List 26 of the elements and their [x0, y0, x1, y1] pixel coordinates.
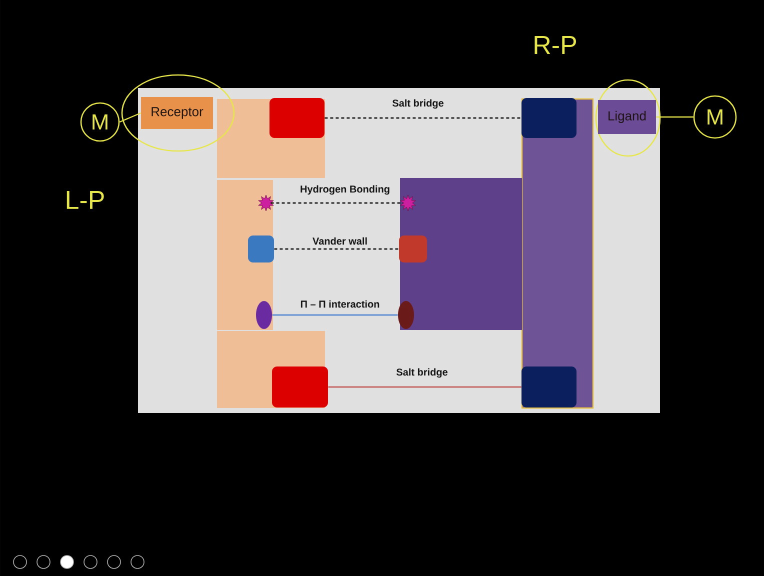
receptor-label-box: Receptor — [141, 97, 213, 129]
edge-label: Salt bridge — [395, 367, 449, 379]
cap-marker — [248, 236, 274, 262]
connector-line — [274, 248, 399, 250]
connector-line — [272, 314, 398, 316]
star-marker — [258, 194, 274, 212]
connector-line — [119, 112, 142, 123]
circled-letter: M — [80, 102, 120, 142]
handwritten-note: R-P — [534, 36, 576, 54]
handwritten-note: L-P — [66, 191, 104, 209]
cap-marker — [399, 236, 427, 262]
edge-label: Salt bridge — [391, 98, 445, 110]
connector-line — [270, 202, 404, 204]
edge-label: Hydrogen Bonding — [299, 184, 391, 196]
residue-block — [270, 98, 324, 138]
ligand-label-box: Ligand — [598, 100, 656, 134]
residue-block — [272, 366, 328, 408]
residue-block — [522, 366, 576, 408]
star-marker — [400, 194, 416, 212]
oval-marker — [398, 301, 414, 329]
connector-line — [324, 117, 522, 119]
oval-marker — [256, 301, 272, 329]
connector-line — [656, 116, 694, 118]
circled-letter: M — [693, 95, 737, 139]
residue-block — [522, 98, 576, 138]
connector-line — [328, 386, 522, 388]
